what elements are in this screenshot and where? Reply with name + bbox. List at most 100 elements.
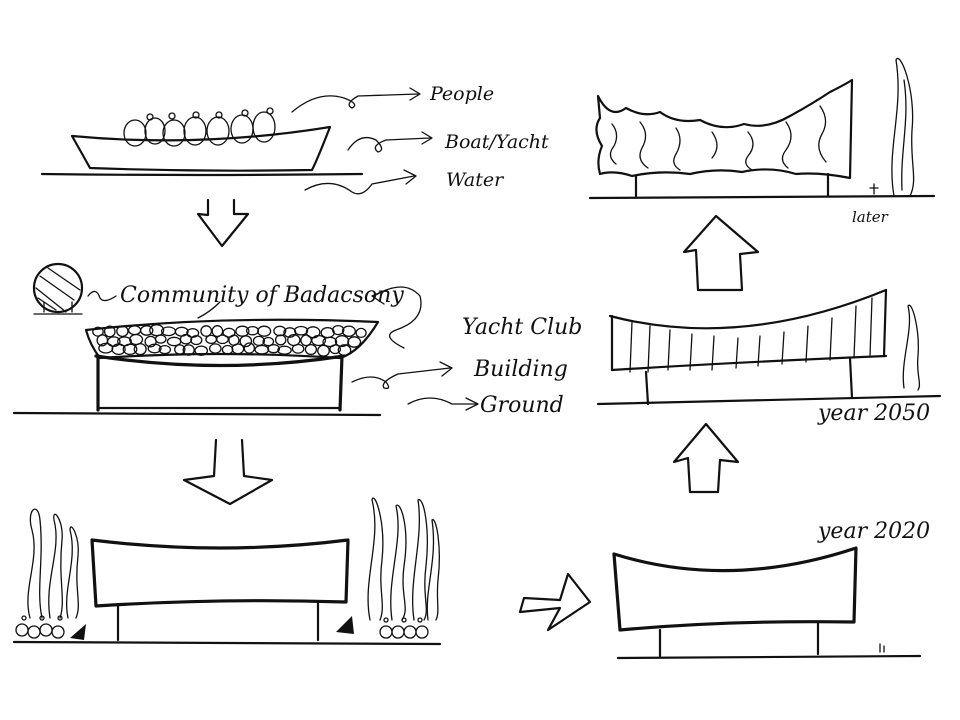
- crowd-cell: [267, 344, 281, 354]
- year-2020-panel: year 2020: [612, 519, 930, 660]
- boat-label: Boat/Yacht: [444, 131, 549, 153]
- crowd-cell: [341, 325, 356, 337]
- flag-left: [70, 624, 86, 640]
- people-right: [336, 616, 429, 639]
- crowd-cell: [147, 343, 162, 354]
- crowd-cell: [127, 325, 142, 336]
- crowd-cell: [190, 335, 203, 346]
- wall-right-2050: [882, 288, 888, 358]
- water-label: Water: [446, 169, 505, 191]
- tiny-figure: [879, 643, 885, 653]
- crowd-cell: [300, 334, 312, 347]
- crowd-cell: [179, 333, 193, 345]
- crowd-cells: [92, 324, 367, 357]
- crowd-cell: [331, 324, 345, 336]
- up-arrow-1: [672, 422, 740, 494]
- tall-tree-inner: [901, 79, 907, 191]
- vine-lines-2050: [629, 297, 873, 373]
- people-heads: [123, 107, 276, 147]
- vegetation-squiggles: [609, 105, 827, 171]
- ground-arrow: [407, 397, 477, 405]
- building-panel: [12, 497, 442, 646]
- crowd-cell: [262, 336, 275, 347]
- trees-right: [367, 497, 440, 621]
- year-2050-label: year 2050: [817, 401, 930, 426]
- crowd-cell: [254, 344, 270, 355]
- ground-label: Ground: [480, 393, 564, 418]
- down-arrow-1: [196, 198, 250, 248]
- flag-right: [336, 616, 354, 634]
- crowd-cell: [291, 343, 305, 354]
- community-arrow-left: [87, 290, 117, 302]
- crowd-cell: [322, 336, 338, 348]
- crowd-cell: [139, 325, 154, 336]
- crowd-cell: [122, 343, 138, 356]
- tiny-figure-later: [869, 183, 879, 195]
- community-label: Community of Badacsony: [120, 283, 404, 308]
- club-label-2: Building: [473, 357, 568, 382]
- crowd-cell: [200, 325, 213, 337]
- water-line: [40, 172, 364, 177]
- crowd-cell: [347, 336, 362, 348]
- water-arrow: [304, 175, 415, 195]
- building-2020: [612, 546, 858, 632]
- right-arrow: [518, 572, 592, 632]
- tree-2050: [902, 304, 921, 391]
- club-arrow: [351, 367, 451, 390]
- year-2050-panel: year 2050: [596, 288, 942, 426]
- tall-tree: [891, 57, 915, 197]
- trees-left: [27, 508, 79, 619]
- crowd-cell: [311, 334, 327, 347]
- ground-line-2020: [616, 654, 922, 660]
- boat-arrow: [347, 136, 431, 153]
- crowd-cell: [257, 325, 272, 337]
- crowd-cell: [355, 327, 367, 339]
- people-arrow: [291, 93, 419, 113]
- ground-line-2: [12, 411, 382, 417]
- crowd-cell: [231, 343, 245, 355]
- crowd-cell: [243, 342, 256, 354]
- ground-line-later: [588, 194, 936, 200]
- crowd-cell: [277, 345, 292, 355]
- crowd-cell: [317, 344, 330, 357]
- crowd-cell: [158, 344, 172, 355]
- crowd-cell: [111, 343, 126, 356]
- crowd-cell: [239, 335, 253, 348]
- club-roof: [94, 354, 346, 368]
- later-label: later: [852, 208, 889, 226]
- globe-icon: [32, 262, 84, 315]
- crowd-cell: [194, 345, 209, 356]
- club-label-1: Yacht Club: [462, 315, 582, 340]
- people-label: People: [429, 83, 494, 105]
- ground-line-2050: [596, 394, 942, 406]
- crowd-cell: [133, 342, 147, 356]
- up-arrow-2: [682, 214, 760, 292]
- boat-hull: [70, 125, 332, 172]
- crowd-cell: [293, 325, 309, 336]
- people-left: [15, 615, 86, 640]
- roof-2050: [608, 288, 888, 330]
- year-2020-label: year 2020: [817, 519, 930, 544]
- vegetation-building: [595, 78, 854, 180]
- community-panel: Community of Badacsony Yacht Club Buildi…: [12, 262, 582, 418]
- crowd-cell: [221, 344, 234, 355]
- crowd-cell: [274, 334, 287, 346]
- crowd-cell: [205, 334, 218, 345]
- community-arrow-right: [371, 286, 422, 349]
- floor-2050: [610, 354, 888, 372]
- club-wall-right: [338, 354, 344, 412]
- crowd-cell: [154, 334, 167, 344]
- crowd-cell: [103, 325, 116, 338]
- crowd-cell: [222, 327, 236, 338]
- later-panel: later: [588, 57, 936, 226]
- down-arrow-2: [182, 438, 274, 506]
- crowd-cell: [92, 326, 104, 337]
- crowd-cell: [208, 343, 222, 354]
- crowd-cell: [304, 343, 318, 356]
- crowd-cell: [216, 334, 229, 345]
- ground-line-3: [12, 640, 442, 646]
- boat-panel: People Boat/Yacht Water: [40, 83, 549, 195]
- crowd-cell: [329, 344, 342, 355]
- building-body: [90, 538, 350, 608]
